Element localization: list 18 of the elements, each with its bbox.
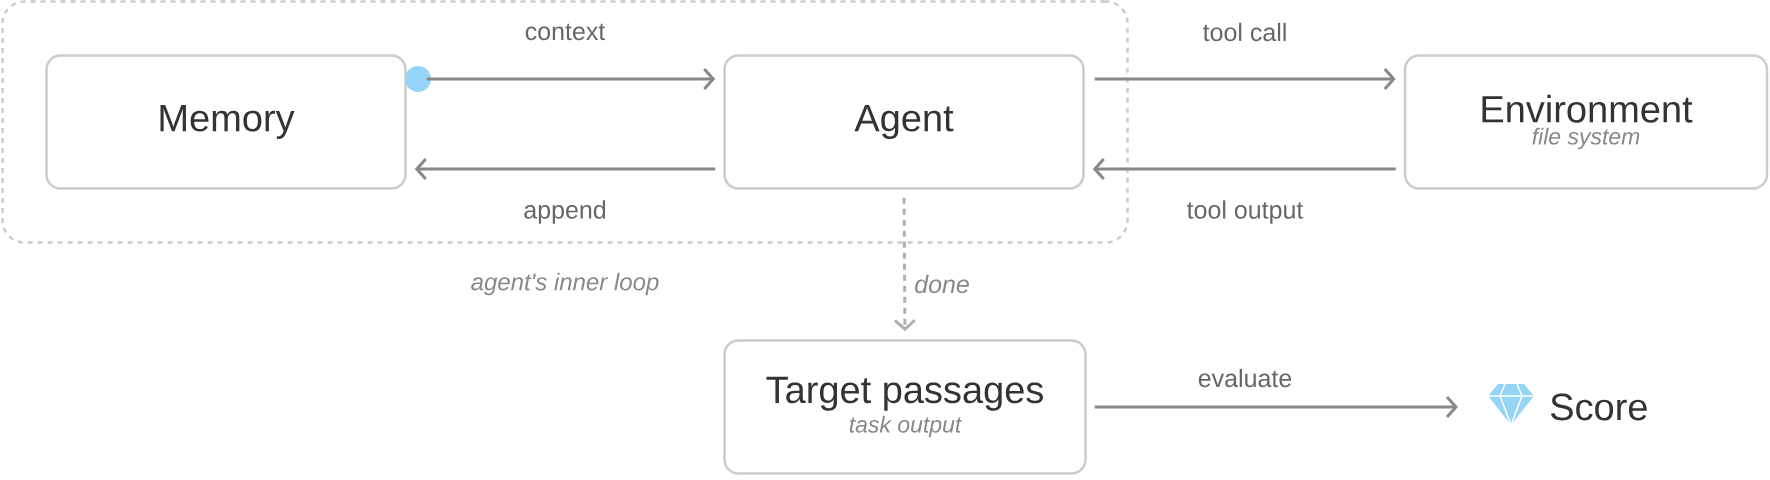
arrow xyxy=(893,197,916,332)
arrow xyxy=(414,158,716,180)
group-label: agent's inner loop xyxy=(471,272,659,296)
edge-label: context xyxy=(522,21,608,43)
edge-label: done xyxy=(912,272,972,296)
arrow xyxy=(1092,158,1396,180)
process-box: Target passages task output xyxy=(723,339,1087,475)
edge-label: tool output xyxy=(1184,198,1306,226)
process-box: Environment file system xyxy=(1403,54,1769,190)
process-box: Agent xyxy=(723,54,1085,190)
score-label: Score xyxy=(1550,393,1647,421)
arrow xyxy=(1094,68,1396,90)
edge-label: tool call xyxy=(1200,20,1290,44)
process-box: Memory xyxy=(45,54,407,190)
arrow xyxy=(426,68,716,90)
edge-label: append xyxy=(521,198,609,226)
edge-label: evaluate xyxy=(1195,366,1295,390)
arrow xyxy=(1094,396,1458,418)
